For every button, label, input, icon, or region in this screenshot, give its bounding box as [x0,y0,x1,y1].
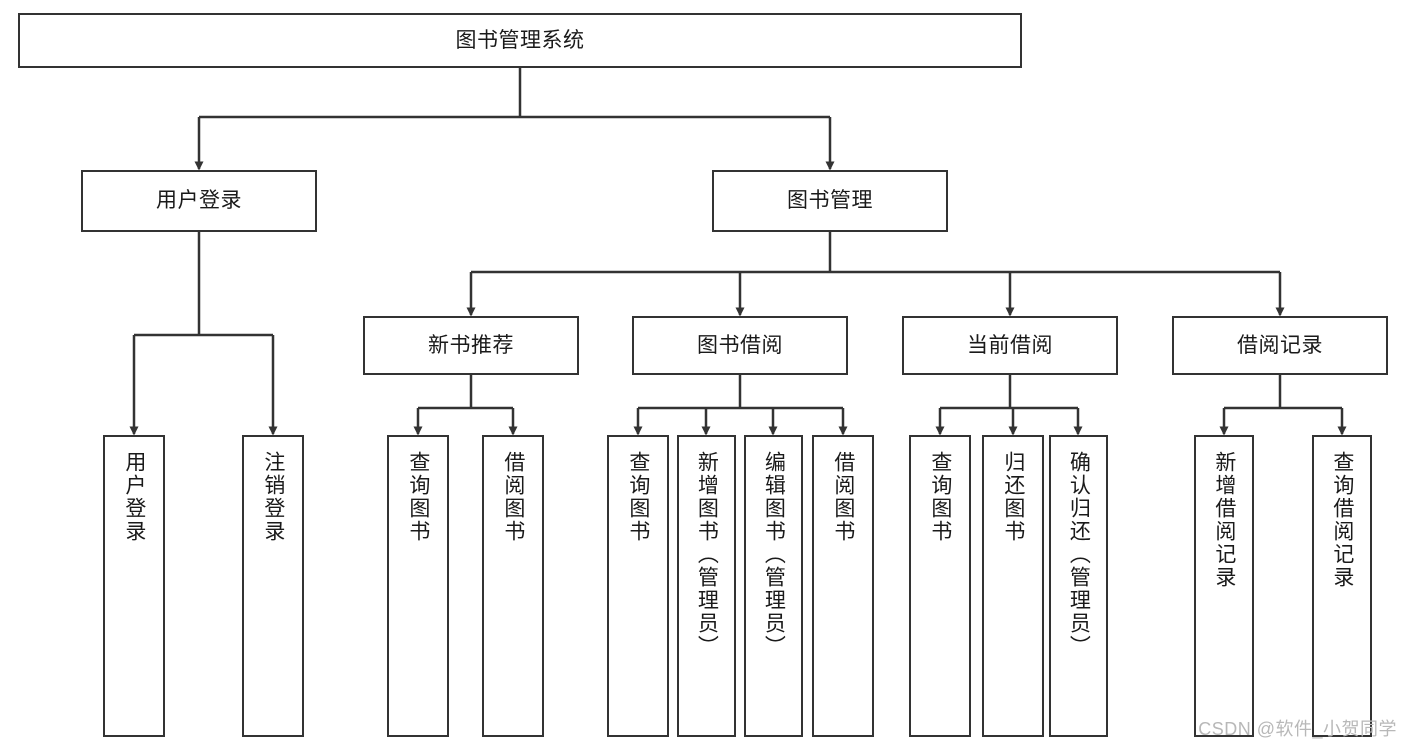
node-new-book-rec[interactable]: 新书推荐 [363,316,579,375]
node-user-login-label: 用户登录 [156,189,242,213]
node-leaf-query-book-1[interactable]: 查询图书 [387,435,449,737]
node-leaf-confirm-return-label: 确认归还（管理员） [1067,451,1091,658]
node-root-label: 图书管理系统 [455,28,585,52]
node-leaf-user-login[interactable]: 用户登录 [103,435,165,737]
node-book-borrow-label: 图书借阅 [697,333,783,357]
node-leaf-user-login-label: 用户登录 [122,451,146,543]
node-leaf-query-book-2[interactable]: 查询图书 [607,435,669,737]
node-leaf-query-book-3[interactable]: 查询图书 [909,435,971,737]
node-leaf-query-record[interactable]: 查询借阅记录 [1312,435,1372,737]
node-leaf-borrow-book-1-label: 借阅图书 [501,451,525,543]
node-current-borrow[interactable]: 当前借阅 [902,316,1118,375]
node-borrow-record[interactable]: 借阅记录 [1172,316,1388,375]
node-leaf-add-record-label: 新增借阅记录 [1212,451,1236,589]
node-leaf-confirm-return[interactable]: 确认归还（管理员） [1049,435,1108,737]
node-leaf-add-book[interactable]: 新增图书（管理员） [677,435,736,737]
node-leaf-user-logout[interactable]: 注销登录 [242,435,304,737]
node-leaf-return-book-label: 归还图书 [1001,451,1025,543]
node-leaf-query-book-1-label: 查询图书 [406,451,430,543]
node-leaf-add-book-label: 新增图书（管理员） [695,451,719,658]
node-current-borrow-label: 当前借阅 [967,333,1053,357]
node-leaf-return-book[interactable]: 归还图书 [982,435,1044,737]
node-book-manage[interactable]: 图书管理 [712,170,948,232]
node-leaf-user-logout-label: 注销登录 [261,451,285,543]
node-leaf-add-record[interactable]: 新增借阅记录 [1194,435,1254,737]
node-leaf-query-record-label: 查询借阅记录 [1330,451,1354,589]
node-root[interactable]: 图书管理系统 [18,13,1022,68]
node-book-borrow[interactable]: 图书借阅 [632,316,848,375]
node-leaf-query-book-3-label: 查询图书 [928,451,952,543]
node-leaf-borrow-book-2[interactable]: 借阅图书 [812,435,874,737]
node-borrow-record-label: 借阅记录 [1237,333,1323,357]
edge-paths [129,68,1347,436]
node-leaf-edit-book-label: 编辑图书（管理员） [762,451,786,658]
node-leaf-edit-book[interactable]: 编辑图书（管理员） [744,435,803,737]
node-user-login[interactable]: 用户登录 [81,170,317,232]
node-leaf-query-book-2-label: 查询图书 [626,451,650,543]
node-leaf-borrow-book-2-label: 借阅图书 [831,451,855,543]
node-new-book-rec-label: 新书推荐 [428,333,514,357]
node-book-manage-label: 图书管理 [787,189,873,213]
node-leaf-borrow-book-1[interactable]: 借阅图书 [482,435,544,737]
